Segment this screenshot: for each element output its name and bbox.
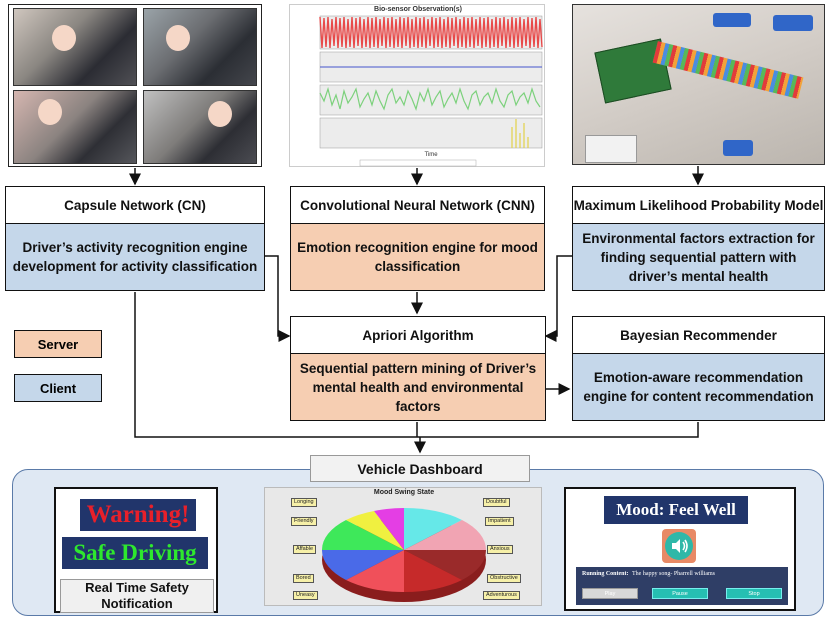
green-signal-line (319, 86, 541, 111)
mood-label: Bored (293, 574, 314, 583)
driver-activity-photos (8, 4, 262, 167)
arrow-mlp-to-apriori (544, 255, 572, 342)
apriori-title: Apriori Algorithm (290, 316, 546, 354)
legend-client: Client (14, 374, 102, 402)
warning-banner: Warning! (80, 499, 196, 531)
sensor-module (773, 15, 813, 31)
vehicle-dashboard-label: Vehicle Dashboard (310, 455, 530, 482)
arrow-cn-to-apriori (265, 255, 291, 342)
safety-notification-panel: Warning! Safe Driving Real Time Safety N… (54, 487, 218, 613)
mood-label: Affable (293, 545, 317, 554)
speaker-button[interactable] (662, 529, 696, 563)
driver-photo-4 (143, 90, 257, 164)
stop-button[interactable]: Stop (726, 588, 782, 599)
driver-photo-3 (13, 90, 137, 164)
notification-label: Real Time Safety Notification (60, 579, 214, 613)
player-bar: Running Content: The happy song- Pharrel… (576, 567, 788, 605)
capsule-network-title: Capsule Network (CN) (5, 186, 265, 224)
bio-sensor-xlabel: Time (424, 152, 438, 158)
bio-sensor-title: Bio-sensor Observation(s) (374, 6, 462, 13)
play-button[interactable]: Play (582, 588, 638, 599)
mlp-body: Environmental factors extraction for fin… (572, 223, 825, 291)
mood-label: Obstructive (487, 574, 521, 583)
mood-label: Adventurous (483, 591, 520, 600)
red-signal-line (319, 16, 543, 49)
mood-player-panel: Mood: Feel Well Running Content: The hap… (564, 487, 796, 611)
driver-photo-2 (143, 8, 257, 86)
driver-photo-1 (13, 8, 137, 86)
mood-chart-title: Mood Swing State (373, 489, 435, 496)
mood-label: Friendly (291, 517, 317, 526)
mood-swing-chart: Mood Swing State Longing Friendly Affabl… (264, 487, 542, 606)
speaker-icon (665, 532, 693, 560)
sensor-module (713, 13, 751, 27)
mood-label: Impatient (485, 517, 514, 526)
face-blur (208, 101, 232, 127)
mood-pie (321, 507, 487, 602)
capsule-network-body: Driver’s activity recognition engine dev… (5, 223, 265, 291)
bayesian-title: Bayesian Recommender (572, 316, 825, 354)
pause-button[interactable]: Pause (652, 588, 708, 599)
iot-sensor-photo (572, 4, 825, 165)
face-blur (38, 99, 62, 125)
bio-sensor-plot: Time (319, 15, 543, 167)
running-content-label: Running Content: (582, 571, 629, 577)
mood-label: Anxious (487, 545, 513, 554)
phone-device (585, 135, 637, 163)
face-blur (166, 25, 190, 51)
cnn-title: Convolutional Neural Network (CNN) (290, 186, 545, 224)
safe-driving-banner: Safe Driving (62, 537, 208, 569)
song-title: The happy song- Pharrell williams (632, 571, 715, 577)
cnn-body: Emotion recognition engine for mood clas… (290, 223, 545, 291)
mood-label: Longing (291, 498, 317, 507)
face-blur (52, 25, 76, 51)
mood-banner: Mood: Feel Well (604, 496, 748, 524)
sensor-module (723, 140, 753, 156)
bio-sensor-chart: Bio-sensor Observation(s) Time (289, 4, 545, 167)
legend-server: Server (14, 330, 102, 358)
mood-label: Doubtful (483, 498, 510, 507)
apriori-body: Sequential pattern mining of Driver’s me… (290, 353, 546, 421)
mlp-title: Maximum Likelihood Probability Model (572, 186, 825, 224)
mood-label: Uneasy (293, 591, 318, 600)
bayesian-body: Emotion-aware recommendation engine for … (572, 353, 825, 421)
